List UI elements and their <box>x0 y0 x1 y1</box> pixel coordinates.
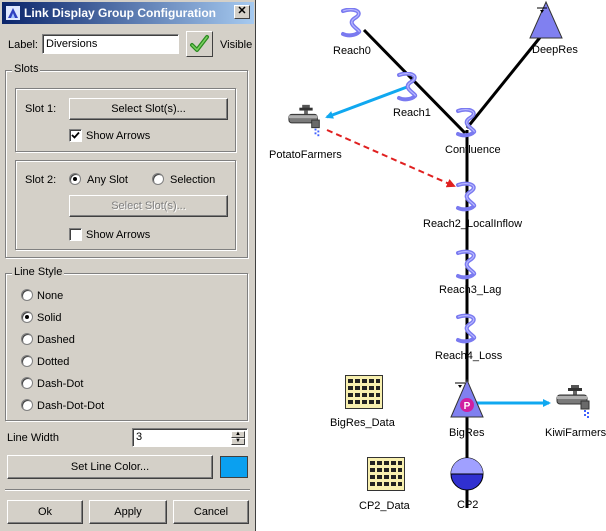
line-style-dash-dot-label: Dash-Dot <box>37 378 84 390</box>
set-line-color-button[interactable]: Set Line Color... <box>7 455 213 479</box>
button-separator <box>5 489 250 491</box>
kiwifarmers-faucet-icon[interactable] <box>556 384 590 419</box>
slot2-show-arrows-label: Show Arrows <box>86 229 151 241</box>
label-caption: Label: <box>8 39 38 51</box>
node-label-kiwifarmers: KiwiFarmers <box>545 427 606 439</box>
slot2-any-slot-label: Any Slot <box>87 174 128 186</box>
line-width-spinner[interactable]: 3 ▲ ▼ <box>132 428 248 447</box>
node-label-bigres: BigRes <box>449 427 485 439</box>
bigres-icon[interactable]: P <box>450 378 484 418</box>
close-icon[interactable]: ✕ <box>234 5 250 19</box>
node-label-confluence: Confluence <box>445 144 501 156</box>
app-icon <box>6 6 20 20</box>
link-deepres-confluence[interactable] <box>465 29 548 129</box>
network-canvas[interactable]: P Reach0 DeepRes Reach1 PotatoFarmers Co… <box>257 0 606 531</box>
slot2-selection-label: Selection <box>170 174 216 186</box>
link-return-flow[interactable] <box>326 129 456 188</box>
checkmark-icon <box>190 35 209 52</box>
slot1-select-button[interactable]: Select Slot(s)... <box>69 98 228 120</box>
network-diagram: P <box>288 0 590 508</box>
line-style-group-title: Line Style <box>12 266 65 278</box>
spin-up-icon[interactable]: ▲ <box>231 431 245 438</box>
cp2-data-icon[interactable] <box>367 457 405 491</box>
slot2-label: Slot 2: <box>25 174 57 186</box>
link-display-group-dialog: Link Display Group Configuration ✕ Label… <box>0 0 256 531</box>
line-style-dashed-label: Dashed <box>37 334 75 346</box>
line-style-group <box>5 273 248 421</box>
slot1-show-arrows-label: Show Arrows <box>86 130 151 142</box>
link-diversion-potatofarmers[interactable] <box>325 85 408 119</box>
line-style-solid-radio[interactable] <box>21 311 33 323</box>
slot1-panel <box>15 88 236 152</box>
slot2-panel <box>15 160 236 250</box>
deepres-icon[interactable] <box>529 0 563 39</box>
node-label-reach0: Reach0 <box>333 45 371 57</box>
line-style-dotted-radio[interactable] <box>21 355 33 367</box>
cp2-icon[interactable] <box>450 457 484 491</box>
spin-down-icon[interactable]: ▼ <box>231 438 245 445</box>
slot1-label: Slot 1: <box>25 103 57 115</box>
node-label-deepres: DeepRes <box>532 44 578 56</box>
node-label-reach3: Reach3_Lag <box>439 284 502 296</box>
line-style-dash-dot-dot-label: Dash-Dot-Dot <box>37 400 105 412</box>
node-label-reach4: Reach4_Loss <box>435 350 503 362</box>
node-label-potatofarmers: PotatoFarmers <box>269 149 342 161</box>
reach0-icon[interactable] <box>341 8 362 38</box>
line-width-spin-buttons[interactable]: ▲ ▼ <box>231 431 245 446</box>
node-label-cp2-data: CP2_Data <box>359 500 410 512</box>
line-width-label: Line Width <box>7 432 59 444</box>
dialog-titlebar[interactable]: Link Display Group Configuration ✕ <box>2 2 254 24</box>
line-style-dash-dot-dot-radio[interactable] <box>21 399 33 411</box>
slot2-selection-radio[interactable] <box>152 173 164 185</box>
visible-toggle-button[interactable] <box>186 31 213 57</box>
bigres-glyph: P <box>464 401 471 412</box>
slot2-select-button[interactable]: Select Slot(s)... <box>69 195 228 217</box>
line-style-dash-dot-radio[interactable] <box>21 377 33 389</box>
line-style-none-label: None <box>37 290 64 302</box>
line-style-dashed-radio[interactable] <box>21 333 33 345</box>
line-width-value: 3 <box>136 431 143 443</box>
ok-button[interactable]: Ok <box>7 500 83 524</box>
node-label-cp2: CP2 <box>457 499 479 511</box>
line-style-none-radio[interactable] <box>21 289 33 301</box>
line-style-dotted-label: Dotted <box>37 356 70 368</box>
slots-group-title: Slots <box>12 63 41 75</box>
line-style-solid-label: Solid <box>37 312 62 324</box>
node-label-reach1: Reach1 <box>393 107 431 119</box>
node-label-bigres-data: BigRes_Data <box>330 417 395 429</box>
visible-label: Visible <box>220 39 253 51</box>
node-label-reach2: Reach2_LocalInflow <box>423 218 523 230</box>
slot1-show-arrows-checkbox[interactable] <box>69 129 82 142</box>
slot2-show-arrows-checkbox[interactable] <box>69 228 82 241</box>
apply-button[interactable]: Apply <box>89 500 167 524</box>
potatofarmers-faucet-icon[interactable] <box>288 104 320 137</box>
slot2-any-slot-radio[interactable] <box>69 173 81 185</box>
dialog-title: Link Display Group Configuration <box>24 6 216 20</box>
label-input[interactable]: Diversions <box>42 34 179 54</box>
checkmark-icon <box>71 131 80 139</box>
bigres-data-icon[interactable] <box>345 375 383 409</box>
cancel-button[interactable]: Cancel <box>173 500 249 524</box>
reach1-icon[interactable] <box>397 72 418 102</box>
slots-group <box>5 70 248 258</box>
line-color-swatch <box>220 456 248 478</box>
